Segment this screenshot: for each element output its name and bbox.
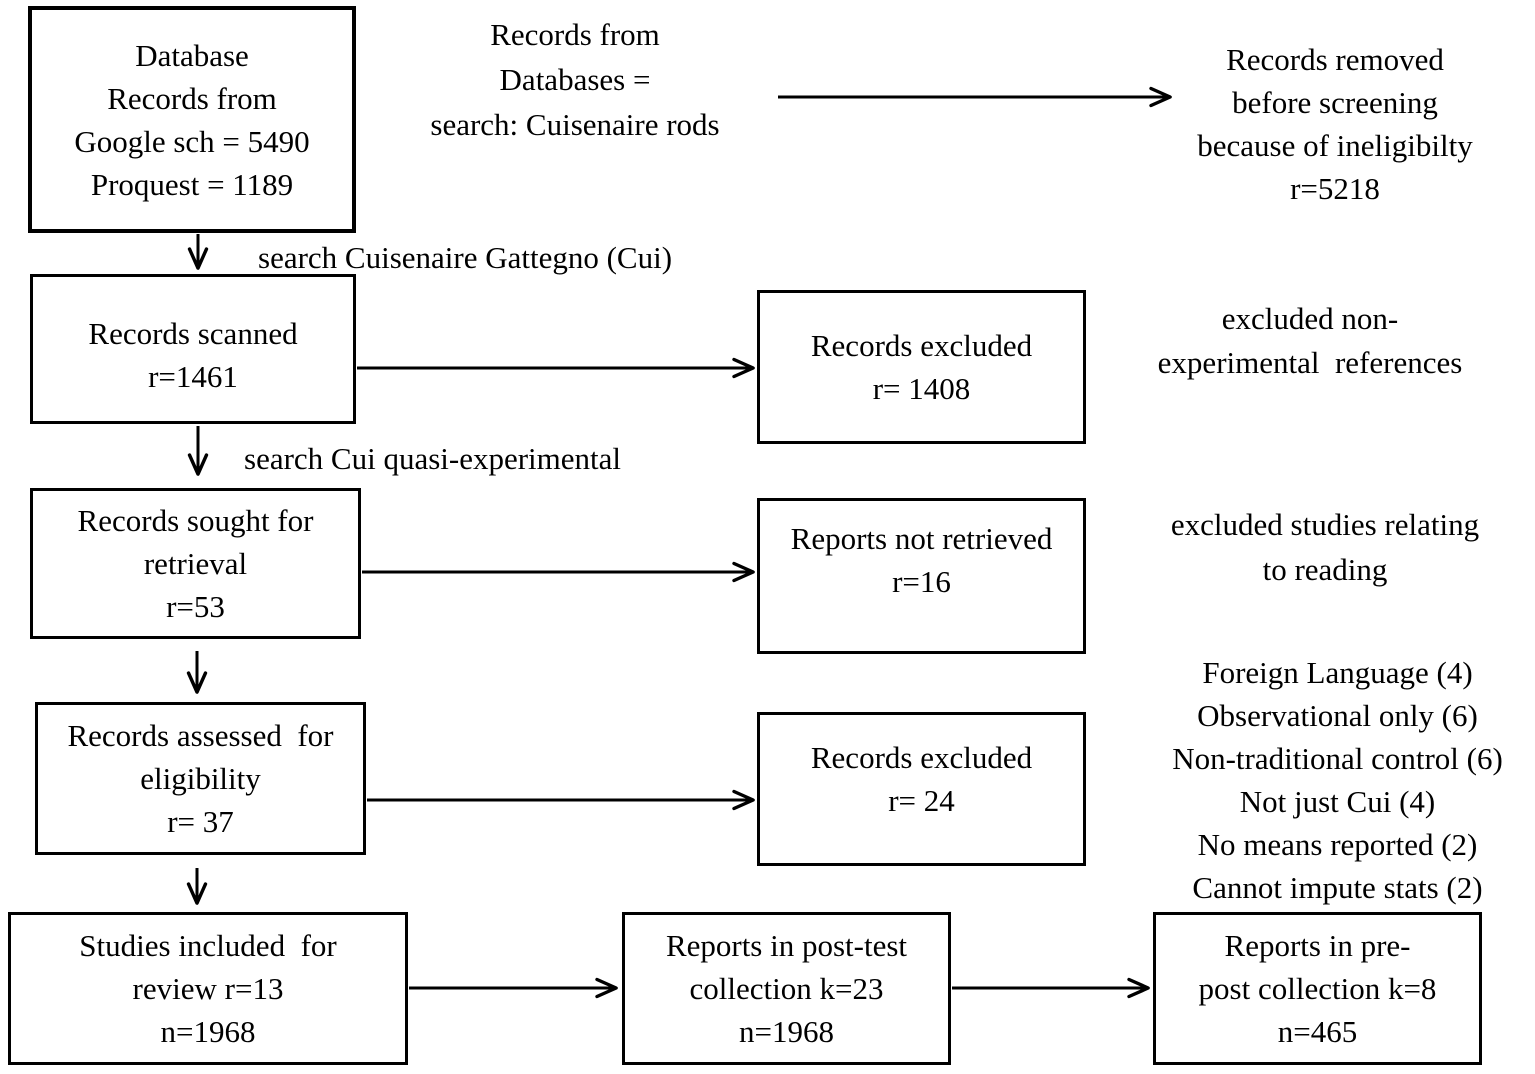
text-line: Observational only (6)	[1197, 698, 1478, 733]
flow-box-reports-not-retrieved: Reports not retrieved r=16	[757, 498, 1086, 654]
text-line: review r=13	[132, 971, 284, 1006]
text-line: post collection k=8	[1198, 971, 1437, 1006]
text-line: n=1968	[160, 1014, 256, 1049]
text-line: n=465	[1277, 1014, 1358, 1049]
text-line: Foreign Language (4)	[1202, 655, 1473, 690]
text-line: Records excluded	[810, 328, 1033, 363]
text-line: Records assessed for	[67, 718, 334, 753]
text-line: r=5218	[1290, 171, 1380, 206]
text-line: search: Cuisenaire rods	[430, 107, 720, 142]
text-line: Reports not retrieved	[790, 521, 1053, 556]
text-line: eligibility	[140, 761, 261, 796]
text-line: Non-traditional control (6)	[1172, 741, 1503, 776]
text-line: Proquest = 1189	[90, 166, 294, 202]
text-line: Records from	[490, 17, 660, 52]
annotation-exclusion-reasons: Foreign Language (4) Observational only …	[1115, 651, 1535, 909]
flow-box-records-excluded-1408: Records excluded r= 1408	[757, 290, 1086, 444]
annotation-records-removed: Records removed before screening because…	[1150, 38, 1520, 210]
text-line: Studies included for	[79, 928, 337, 963]
flow-box-records-scanned: Records scanned r=1461	[30, 274, 356, 424]
text-line: Records scanned	[88, 316, 298, 351]
text-line: Records excluded	[810, 740, 1033, 775]
text-line: Records removed	[1226, 42, 1444, 77]
text-line: Records sought for	[77, 503, 314, 538]
text-line: r= 37	[167, 804, 234, 839]
text-line: Database	[135, 37, 249, 73]
text-line: experimental references	[1157, 345, 1463, 380]
arrow-label-search-gattegno: search Cuisenaire Gattegno (Cui)	[258, 240, 673, 275]
text-line: r=16	[892, 564, 951, 599]
text-line: Reports in pre-	[1224, 928, 1411, 963]
annotation-database-search: Records from Databases = search: Cuisena…	[380, 12, 770, 147]
flow-box-records-assessed: Records assessed for eligibility r= 37	[35, 702, 366, 855]
text-line: r= 24	[888, 783, 955, 818]
flow-box-posttest-collection: Reports in post-test collection k=23 n=1…	[622, 912, 951, 1065]
annotation-excluded-reading: excluded studies relating to reading	[1110, 502, 1535, 592]
text-line: excluded studies relating	[1170, 507, 1480, 542]
flow-box-database-records: Database Records from Google sch = 5490 …	[28, 6, 356, 233]
flow-box-records-sought: Records sought for retrieval r=53	[30, 488, 361, 639]
text-line: r= 1408	[872, 371, 971, 406]
flow-box-studies-included: Studies included for review r=13 n=1968	[8, 912, 408, 1065]
text-line: collection k=23	[689, 971, 884, 1006]
text-line: because of ineligibilty	[1197, 128, 1473, 163]
arrow-label-search-quasi: search Cui quasi-experimental	[244, 441, 622, 476]
text-line: Google sch = 5490	[74, 123, 310, 159]
text-line: r=53	[166, 589, 225, 624]
text-line: Not just Cui (4)	[1239, 784, 1436, 819]
text-line: to reading	[1262, 552, 1388, 587]
flow-box-prepost-collection: Reports in pre- post collection k=8 n=46…	[1153, 912, 1482, 1065]
text-line: retrieval	[143, 546, 248, 581]
text-line: Reports in post-test	[665, 928, 908, 963]
text-line: excluded non-	[1221, 301, 1399, 336]
annotation-excluded-nonexperimental: excluded non- experimental references	[1085, 297, 1535, 385]
flow-box-records-excluded-24: Records excluded r= 24	[757, 712, 1086, 866]
text-line: Records from	[107, 80, 277, 116]
text-line: before screening	[1232, 85, 1438, 120]
text-line: Cannot impute stats (2)	[1192, 870, 1483, 905]
text-line: Databases =	[499, 62, 651, 97]
text-line: n=1968	[739, 1014, 834, 1049]
text-line: No means reported (2)	[1197, 827, 1478, 862]
text-line: r=1461	[148, 359, 238, 394]
